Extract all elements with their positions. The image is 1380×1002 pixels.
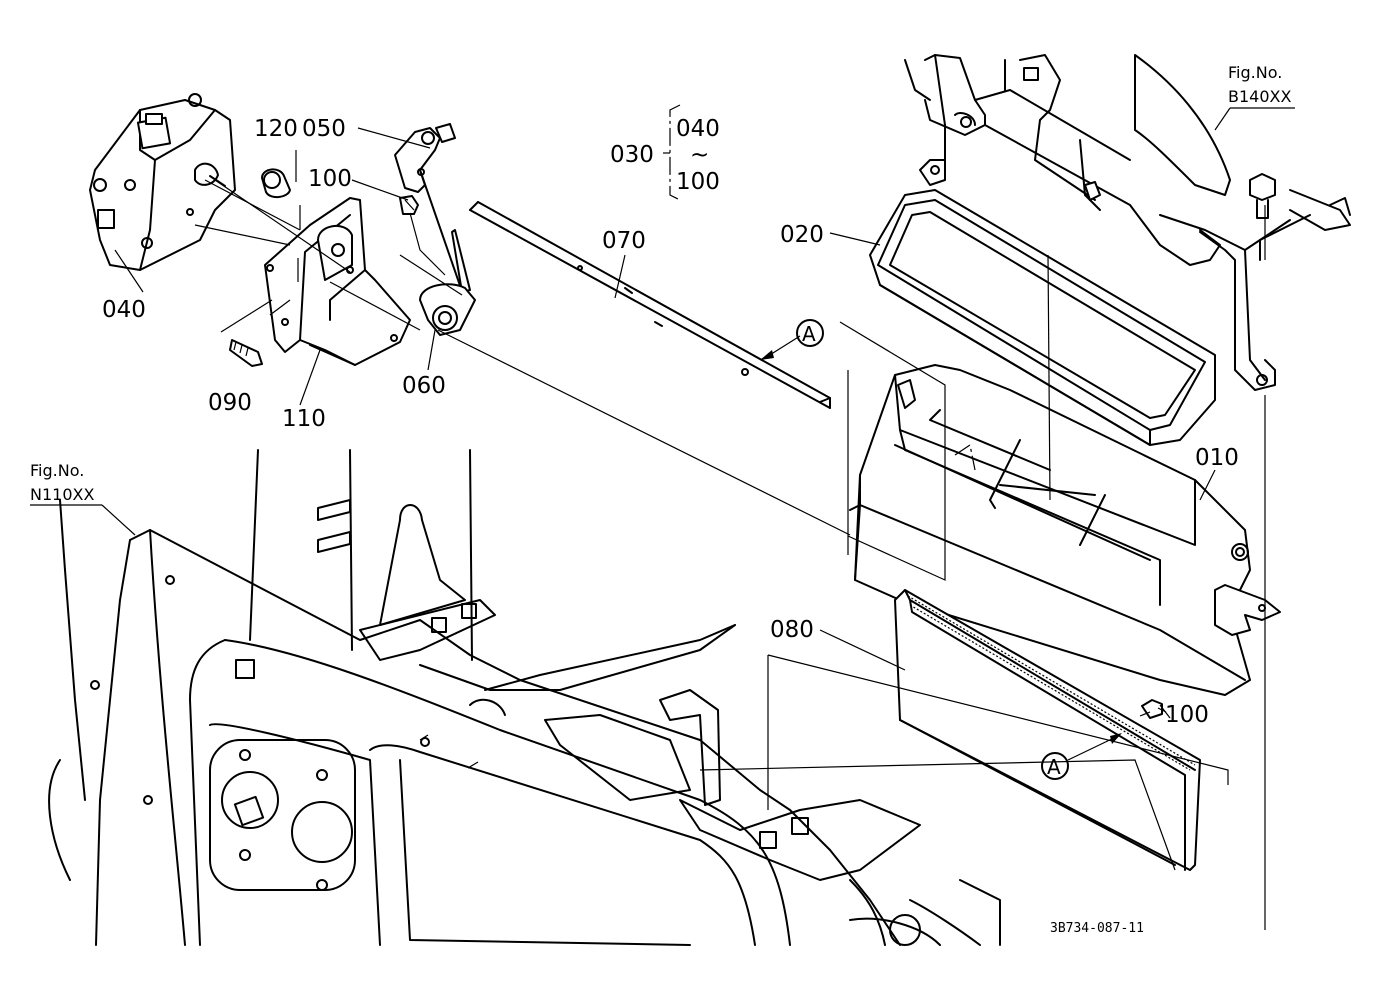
callout-040: 040 [102,297,146,323]
marker-a-top: A [802,322,816,346]
mounting-bracket [264,197,411,366]
fig-ref-top-label: Fig.No. [1228,63,1282,82]
callout-070: 070 [602,228,646,254]
view-markers: A A [796,319,1069,780]
figure-references: Fig.No. B140XX Fig.No. N110XX [30,63,1291,504]
upper-frame [904,54,1351,391]
kit-range-from: 040 [676,116,720,142]
callout-100-bottom: 100 [1165,702,1209,728]
callout-120: 120 [254,116,298,142]
marker-a-circle-bottom [1041,752,1069,780]
fig-ref-top-value: B140XX [1228,87,1291,106]
screw-100-bottom [1139,699,1163,719]
link-rod [469,201,831,409]
callout-080: 080 [770,617,814,643]
callout-060: 060 [402,373,446,399]
leader-lines [30,104,1295,930]
grommet-120 [261,168,291,198]
callout-090: 090 [208,390,252,416]
screw-100-top [399,195,419,215]
drawing-code: 3B734-087-11 [1050,921,1144,936]
callout-010: 010 [1195,445,1239,471]
filter-element [894,589,1201,871]
marker-a-bottom: A [1047,755,1061,779]
screw-090 [229,339,263,367]
callout-030: 030 [610,142,654,168]
kit-range-to: 100 [676,169,720,195]
callout-020: 020 [780,222,824,248]
cab-frame [48,449,1001,946]
marker-a-circle-top [796,319,824,347]
callout-labels: 010 020 030 040 050 060 070 080 090 100 … [102,116,1239,728]
fig-ref-left-value: N110XX [30,485,94,504]
callout-100-top: 100 [308,166,352,192]
cam-060 [419,283,476,336]
callout-110: 110 [282,406,326,432]
fig-ref-left-label: Fig.No. [30,461,84,480]
actuator-motor [89,93,236,271]
callout-050: 050 [302,116,346,142]
filter-frame [869,189,1216,446]
kit-range-separator: ~ [690,142,709,168]
